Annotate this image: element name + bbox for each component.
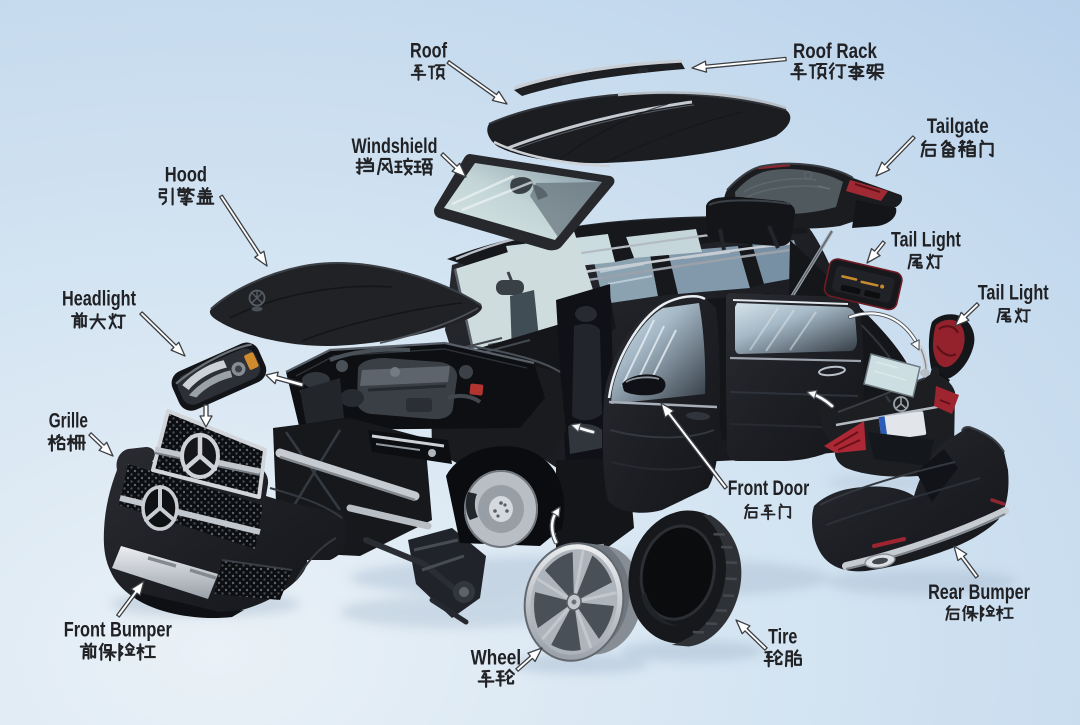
svg-text:Windshield: Windshield [352, 135, 438, 158]
svg-text:Tail Light: Tail Light [978, 282, 1049, 305]
svg-text:Headlight: Headlight [62, 288, 136, 311]
svg-text:Front Door: Front Door [728, 477, 810, 500]
svg-text:Roof: Roof [410, 40, 448, 63]
svg-text:Tail Light: Tail Light [891, 229, 961, 252]
svg-text:Front Bumper: Front Bumper [64, 619, 172, 642]
svg-text:Hood: Hood [165, 164, 207, 187]
svg-text:Grille: Grille [49, 409, 88, 432]
svg-text:Roof Rack: Roof Rack [793, 40, 877, 63]
svg-text:Tailgate: Tailgate [927, 115, 989, 138]
svg-text:Tire: Tire [768, 625, 797, 648]
svg-text:Rear Bumper: Rear Bumper [928, 581, 1030, 604]
svg-text:Wheel: Wheel [471, 647, 521, 670]
